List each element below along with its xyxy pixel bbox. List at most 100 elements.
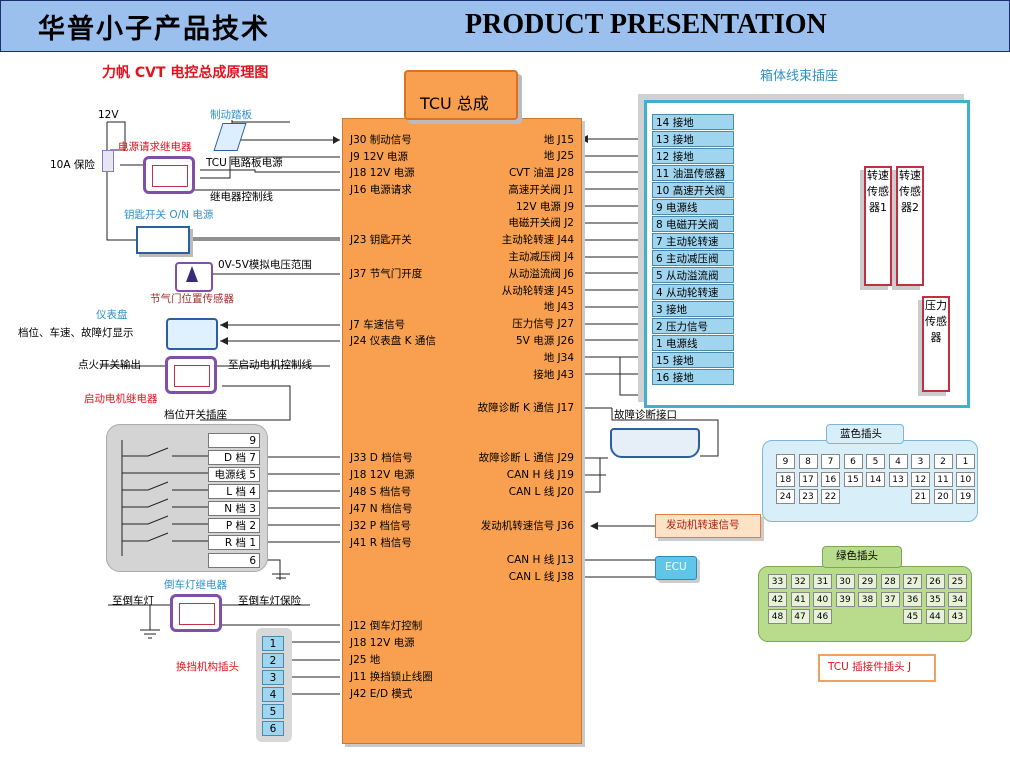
green-plug-pin: 34 <box>948 591 967 607</box>
tcu-right-pin: CAN L 线 J20 <box>508 486 574 498</box>
harness-row: 3 接地 <box>652 301 734 317</box>
blue-plug-pin: 1 <box>956 454 975 469</box>
shift-row: 3 <box>262 670 284 685</box>
green-plug-pin: 47 <box>790 609 810 624</box>
harness-row: 9 电源线 <box>652 199 734 215</box>
green-plug-pin: 29 <box>858 574 877 589</box>
tcu-right-pin: CAN H 线 J13 <box>506 554 574 566</box>
header-title-cn: 华普小子产品技术 <box>38 14 270 45</box>
tcu-right-pin: 地 J15 <box>543 134 574 146</box>
dashboard-label: 仪表盘 <box>96 309 128 321</box>
header-title-en: PRODUCT PRESENTATION <box>465 9 827 40</box>
tcu-left-pin: J18 12V 电源 <box>350 637 415 649</box>
tcu-left-pin: J24 仪表盘 K 通信 <box>350 335 436 347</box>
tcu-right-pin: CAN L 线 J38 <box>508 571 574 583</box>
green-plug-pin: 40 <box>813 591 832 607</box>
power-relay-icon <box>143 156 195 194</box>
green-plug-pin: 37 <box>880 591 900 607</box>
tcu-left-pin: J32 P 档信号 <box>350 520 411 532</box>
green-plug-pin: 31 <box>813 574 832 589</box>
gear-row: R 档 1 <box>208 535 260 550</box>
pressure-sensor: 压力传感器 <box>922 296 950 392</box>
green-plug-pin: 48 <box>768 609 787 624</box>
tcu-title-tab <box>404 70 518 120</box>
blue-plug-pin: 19 <box>956 489 975 504</box>
tcu-left-pin: J7 车速信号 <box>350 319 406 331</box>
tcu-right-pin: CVT 油温 J28 <box>508 167 574 179</box>
relay-ctrl-label: 继电器控制线 <box>210 191 273 203</box>
tcu-title: TCU 总成 <box>420 94 489 113</box>
green-plug-pin: 32 <box>790 574 810 589</box>
blue-plug-pin: 5 <box>866 454 885 469</box>
tcu-right-pin: 主动轮转速 J44 <box>501 234 574 246</box>
blue-plug-pin: 16 <box>821 471 840 487</box>
key-switch-icon <box>136 226 190 254</box>
blue-plug-pin: 11 <box>933 471 953 487</box>
tcu-power-label: TCU 电路板电源 <box>206 157 283 169</box>
gear-row: P 档 2 <box>208 518 260 533</box>
harness-row: 6 主动减压阀 <box>652 250 734 266</box>
blue-plug-tab <box>826 424 904 444</box>
blue-plug-pin: 4 <box>888 454 908 469</box>
green-plug-pin: 28 <box>880 574 900 589</box>
reverse-relay-icon <box>170 594 222 632</box>
green-plug-pin: 45 <box>903 609 922 624</box>
gear-row: N 档 3 <box>208 501 260 516</box>
header-bar <box>0 0 1010 52</box>
tcu-body <box>342 118 582 744</box>
dashboard-display-label: 档位、车速、故障灯显示 <box>18 327 134 339</box>
gear-row: L 档 4 <box>208 484 260 499</box>
harness-row: 15 接地 <box>652 352 734 368</box>
tcu-left-pin: J16 电源请求 <box>350 184 412 196</box>
green-plug-pin: 25 <box>948 574 967 589</box>
harness-row: 7 主动轮转速 <box>652 233 734 249</box>
tcu-right-pin: 发动机转速信号 J36 <box>480 520 574 532</box>
harness-row: 14 接地 <box>652 114 734 130</box>
tcu-left-pin: J37 节气门开度 <box>350 268 423 280</box>
gear-row: 电源线 5 <box>208 467 260 482</box>
throttle-sensor-label: 节气门位置传感器 <box>150 293 234 305</box>
green-plug-pin: 43 <box>948 609 967 624</box>
tcu-left-pin: J11 换挡锁止线圈 <box>350 671 433 683</box>
blue-plug-pin: 18 <box>776 471 795 487</box>
blue-plug-pin: 6 <box>843 454 863 469</box>
green-plug-pin: 44 <box>925 609 945 624</box>
blue-plug-pin: 9 <box>776 454 795 469</box>
dashboard-icon <box>166 318 218 350</box>
tcu-left-pin: J41 R 档信号 <box>350 537 412 549</box>
blue-plug-pin: 13 <box>888 471 908 487</box>
diagram-title: 力帆 CVT 电控总成原理图 <box>102 65 269 81</box>
tcu-right-pin: 从动轮转速 J45 <box>501 285 574 297</box>
tcu-left-pin: J12 倒车灯控制 <box>350 620 423 632</box>
tcu-right-pin: 故障诊断 K 通信 J17 <box>477 402 574 414</box>
blue-plug-label: 蓝色插头 <box>840 428 882 440</box>
blue-plug-pin: 3 <box>911 454 930 469</box>
tcu-right-pin: 压力信号 J27 <box>512 318 574 330</box>
shift-connector-label: 换挡机构插头 <box>176 661 239 673</box>
green-plug-pin: 39 <box>835 591 855 607</box>
tcu-right-pin: 5V 电源 J26 <box>516 335 574 347</box>
blue-plug-pin: 12 <box>911 471 930 487</box>
blue-plug-pin: 14 <box>866 471 885 487</box>
tcu-right-pin: 主动减压阀 J4 <box>508 251 574 263</box>
tcu-right-pin: 电磁开关阀 J2 <box>508 217 574 229</box>
blue-plug-pin: 2 <box>933 454 953 469</box>
green-plug-pin: 26 <box>925 574 945 589</box>
shift-row: 6 <box>262 721 284 736</box>
gear-row: 9 <box>208 433 260 448</box>
starter-relay-icon <box>165 356 217 394</box>
gear-row: 6 <box>208 553 260 568</box>
to-reverse-lamp-label: 至倒车灯 <box>112 595 154 607</box>
tcu-right-pin: 12V 电源 J9 <box>516 201 574 213</box>
fuse-label: 10A 保险 <box>50 159 95 171</box>
green-plug-pin: 27 <box>903 574 922 589</box>
engine-speed-box <box>655 514 761 538</box>
key-switch-label: 钥匙开关 O/N 电源 <box>124 209 214 221</box>
ecu-box <box>655 556 697 580</box>
harness-row: 2 压力信号 <box>652 318 734 334</box>
blue-plug-pin: 17 <box>798 471 818 487</box>
harness-title: 箱体线束插座 <box>760 69 839 84</box>
tcu-left-pin: J33 D 档信号 <box>350 452 413 464</box>
tcu-right-pin: 地 J25 <box>543 150 574 162</box>
tcu-right-pin: CAN H 线 J19 <box>506 469 574 481</box>
